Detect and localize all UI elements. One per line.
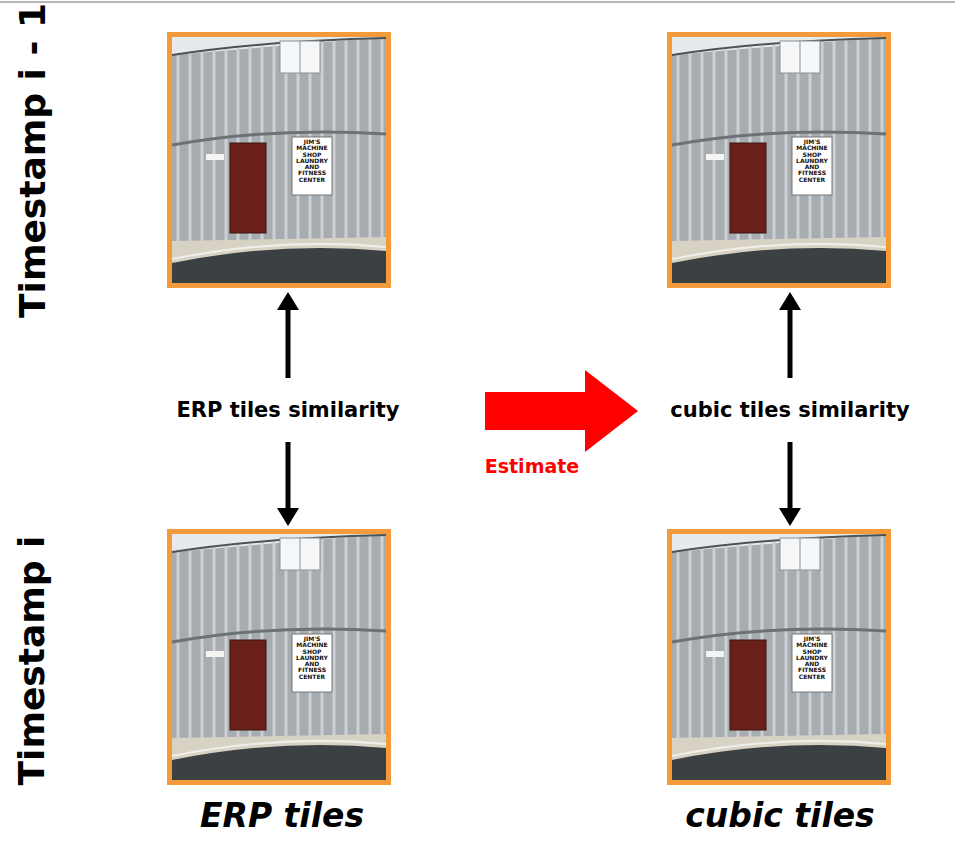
top-rule [0,1,955,3]
similarity-label: ERP tiles similarity [176,398,399,422]
row-label: Timestamp i - 1 [12,3,53,318]
estimate-arrow [485,370,638,452]
sign-text: JIM'S MACHINE SHOP LAUNDRY AND FITNESS C… [793,636,831,680]
estimate-label: Estimate [485,455,579,477]
sign-text: JIM'S MACHINE SHOP LAUNDRY AND FITNESS C… [293,139,331,183]
similarity-label: cubic tiles similarity [670,398,909,422]
column-label: ERP tiles [200,796,364,835]
sign-text: JIM'S MACHINE SHOP LAUNDRY AND FITNESS C… [293,636,331,680]
column-label: cubic tiles [685,796,874,835]
sign-text: JIM'S MACHINE SHOP LAUNDRY AND FITNESS C… [793,139,831,183]
row-label: Timestamp i [12,535,53,785]
